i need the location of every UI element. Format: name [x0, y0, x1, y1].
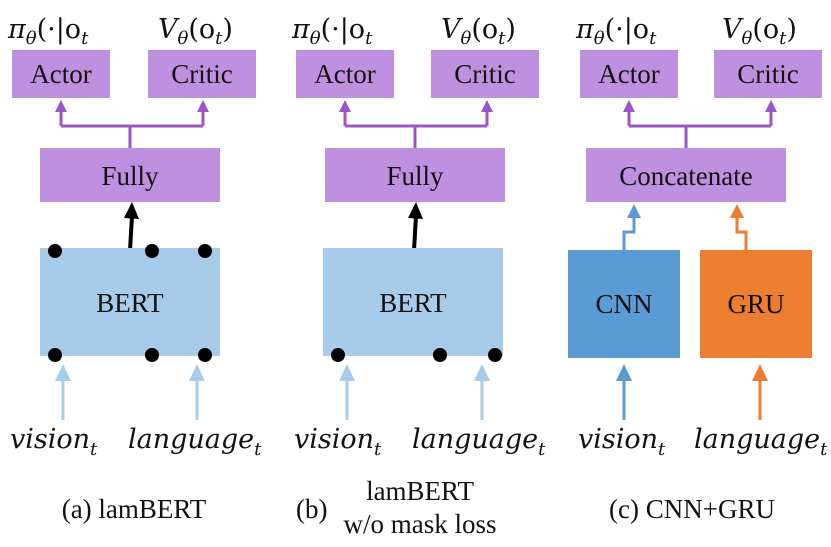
black-arrowhead-b	[408, 202, 423, 219]
language-arrowhead-b	[474, 364, 490, 381]
fully-label-a: Fully	[101, 161, 159, 191]
fully-box-b	[325, 148, 505, 202]
value-label-c: Vθ(ot)	[722, 14, 797, 49]
cnn-label-c: CNN	[595, 289, 652, 319]
bert-label-b: BERT	[379, 288, 447, 318]
policy-label-c: πθ(·|ot	[575, 14, 657, 49]
concatenate-label-c: Concatenate	[619, 161, 752, 191]
vision-input-c: visiont	[578, 424, 666, 460]
value-label-a: Vθ(ot)	[158, 14, 233, 49]
gru-output-arrowhead-c	[730, 204, 744, 218]
actor-label-b: Actor	[314, 59, 375, 89]
vision-arrowhead-c	[616, 364, 632, 381]
cnn-output-arrow-c	[622, 216, 636, 250]
purple-connector-a	[59, 104, 205, 148]
black-arrowhead-a	[124, 202, 139, 219]
actor-box-b	[296, 50, 394, 98]
policy-label-a: πθ(·|ot	[7, 14, 89, 49]
purple-arrowheads-a	[55, 100, 209, 112]
language-arrowhead-c	[752, 364, 768, 381]
gru-label-c: GRU	[727, 289, 784, 319]
language-input-a: languaget	[128, 424, 262, 460]
gru-box-c	[700, 250, 812, 358]
actor-label-c: Actor	[598, 59, 659, 89]
panel-a: πθ(·|ot Vθ(ot) Actor Critic Fully BERT v…	[7, 14, 262, 524]
caption-c: (c) CNN+GRU	[609, 494, 775, 524]
bert-box-b	[323, 248, 503, 356]
language-input-c: languaget	[694, 424, 828, 460]
panel-c: πθ(·|ot Vθ(ot) Actor Critic Concatenate …	[568, 14, 828, 524]
actor-box-c	[580, 50, 678, 98]
actor-box-a	[12, 50, 110, 98]
actor-label-a: Actor	[30, 59, 91, 89]
caption-b-prefix: (b)	[296, 494, 327, 524]
black-arrow-a	[128, 215, 134, 251]
critic-box-a	[148, 50, 256, 98]
fully-label-b: Fully	[386, 161, 444, 191]
black-arrow-b	[412, 215, 418, 251]
cnn-box-c	[568, 250, 680, 358]
critic-box-c	[714, 50, 822, 98]
panel-b: πθ(·|ot Vθ(ot) Actor Critic Fully BERT v…	[291, 14, 546, 539]
caption-a: (a) lamBERT	[62, 494, 207, 524]
bert-box-a	[40, 248, 220, 356]
critic-box-b	[431, 50, 539, 98]
token-dots-b	[331, 348, 502, 362]
purple-arrowheads-b	[339, 100, 493, 112]
gru-output-arrow-c	[735, 216, 748, 250]
vision-arrowhead-a	[55, 364, 71, 381]
caption-b-line1: lamBERT	[366, 476, 474, 506]
cnn-output-arrowhead-c	[627, 204, 641, 218]
vision-arrowhead-b	[339, 364, 355, 381]
purple-arrowheads-c	[623, 100, 777, 112]
concatenate-box-c	[586, 148, 786, 202]
vision-input-b: visiont	[294, 424, 382, 460]
critic-label-b: Critic	[454, 59, 516, 89]
bert-label-a: BERT	[96, 288, 164, 318]
critic-label-c: Critic	[737, 59, 799, 89]
language-arrowhead-a	[189, 364, 205, 381]
fully-box-a	[40, 148, 220, 202]
policy-label-b: πθ(·|ot	[291, 14, 373, 49]
value-label-b: Vθ(ot)	[441, 14, 516, 49]
purple-connector-c	[627, 104, 773, 148]
caption-b-line2: w/o mask loss	[343, 509, 496, 539]
vision-input-a: visiont	[10, 424, 98, 460]
language-input-b: languaget	[412, 424, 546, 460]
token-dots-a	[48, 244, 212, 362]
purple-connector-b	[343, 104, 489, 148]
critic-label-a: Critic	[171, 59, 233, 89]
